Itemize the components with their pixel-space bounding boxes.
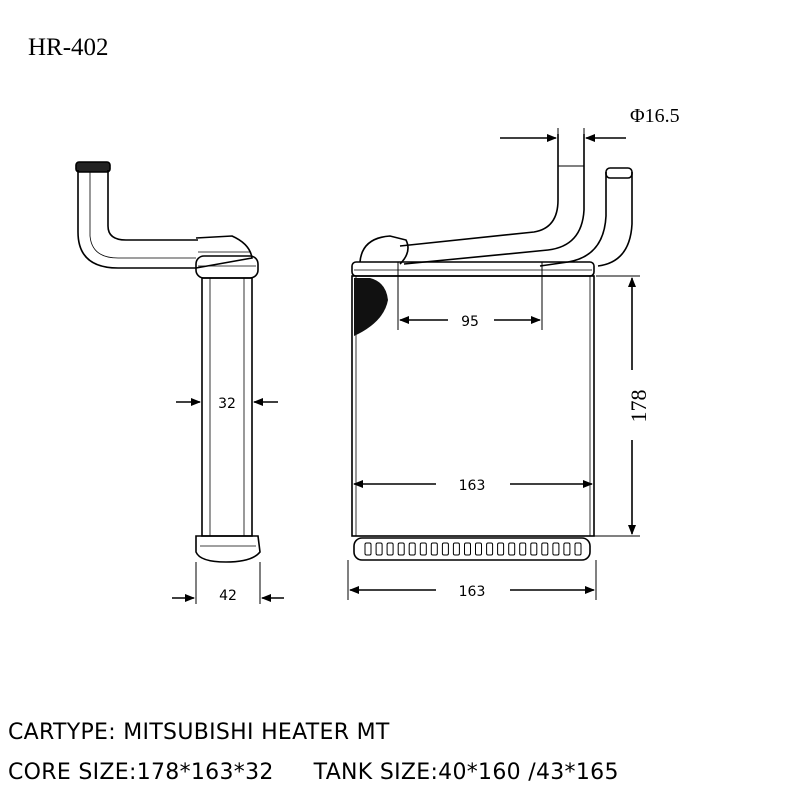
height-label: 178 xyxy=(626,390,651,423)
pipe-spacing-label: 95 xyxy=(461,314,479,330)
tank-slot xyxy=(574,542,582,556)
core-size-text: CORE SIZE:178*163*32 xyxy=(8,760,274,785)
side-view xyxy=(75,161,284,604)
tank-slot xyxy=(375,542,383,556)
tank-slot xyxy=(441,542,449,556)
tank-slot xyxy=(508,542,516,556)
tank-slot xyxy=(530,542,538,556)
tank-slot xyxy=(452,542,460,556)
tank-slot xyxy=(486,542,494,556)
tank-slot xyxy=(464,542,471,556)
tank-slot xyxy=(563,542,571,556)
pipe-diameter-label: Φ16.5 xyxy=(630,105,680,127)
tank-slot xyxy=(397,542,405,556)
tank-slot xyxy=(519,542,527,556)
model-number: HR-402 xyxy=(28,34,109,61)
core-width-label: 163 xyxy=(459,478,486,494)
tank-size-text: TANK SIZE:40*160 /43*165 xyxy=(313,760,619,785)
tank-slot xyxy=(364,542,372,556)
tank-slot xyxy=(430,542,438,556)
tank-slot xyxy=(497,542,505,556)
tank-slot xyxy=(408,542,416,556)
spec-line-cartype: CARTYPE: MITSUBISHI HEATER MT xyxy=(8,720,390,745)
front-view xyxy=(347,128,640,600)
tank-slot xyxy=(552,542,560,556)
tank-slot xyxy=(386,542,394,556)
tank-slots xyxy=(364,542,582,556)
tank-thickness-label: 42 xyxy=(219,588,237,604)
cartype-text: CARTYPE: MITSUBISHI HEATER MT xyxy=(8,720,390,745)
tank-slot xyxy=(475,542,482,556)
tank-slot xyxy=(419,542,427,556)
tank-width-label: 163 xyxy=(459,584,486,600)
tank-slot xyxy=(541,542,549,556)
core-thickness-label: 32 xyxy=(218,396,236,412)
spec-line-sizes: CORE SIZE:178*163*32 TANK SIZE:40*160 /43… xyxy=(8,760,619,785)
side-plate-shading xyxy=(354,278,388,336)
